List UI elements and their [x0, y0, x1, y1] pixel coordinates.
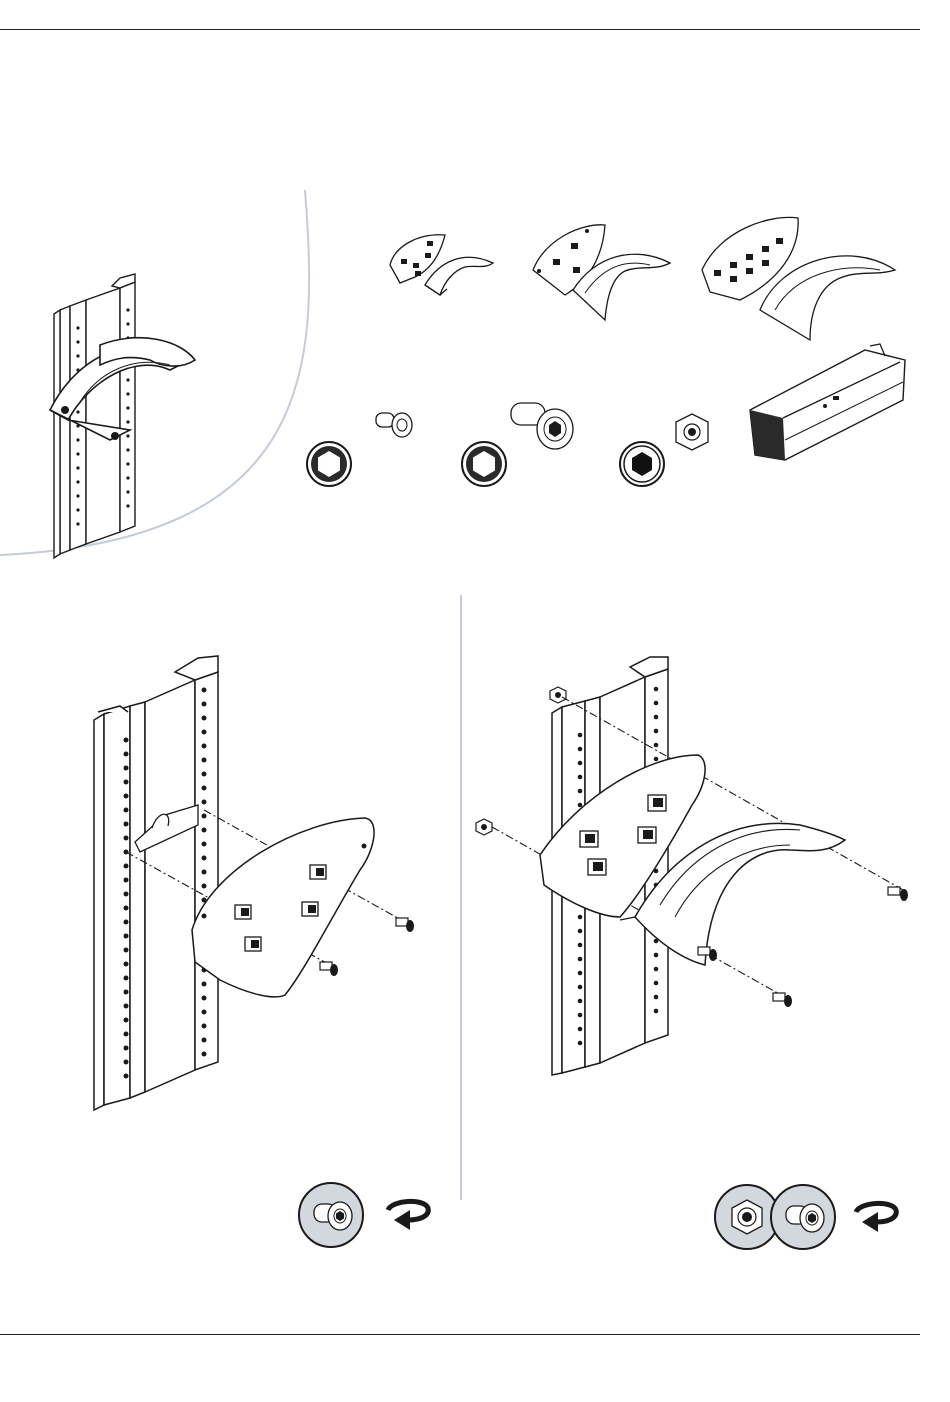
rail-clamp-part	[745, 340, 910, 470]
bracket-set-small	[385, 225, 500, 305]
hex-socket-medium-icon	[460, 440, 508, 488]
overview-column-illustration	[40, 270, 210, 560]
hex-nut-part	[670, 410, 715, 455]
step-divider	[460, 595, 462, 1200]
bottom-rule	[0, 1334, 920, 1335]
long-bolt-part	[505, 395, 580, 460]
bolt-icon	[296, 1180, 366, 1250]
hex-socket-small-icon	[305, 440, 353, 488]
bolt-icon	[768, 1182, 838, 1252]
top-rule	[0, 29, 920, 30]
step2-assembly-illustration	[470, 655, 920, 1080]
bracket-set-large	[700, 210, 900, 345]
step1-assembly-illustration	[80, 650, 440, 1115]
short-bolt-part	[370, 405, 420, 445]
hex-nut-socket-icon	[618, 440, 666, 488]
bracket-set-medium	[525, 215, 675, 325]
rotate-clockwise-icon	[380, 1192, 436, 1232]
rotate-clockwise-icon	[848, 1194, 904, 1234]
